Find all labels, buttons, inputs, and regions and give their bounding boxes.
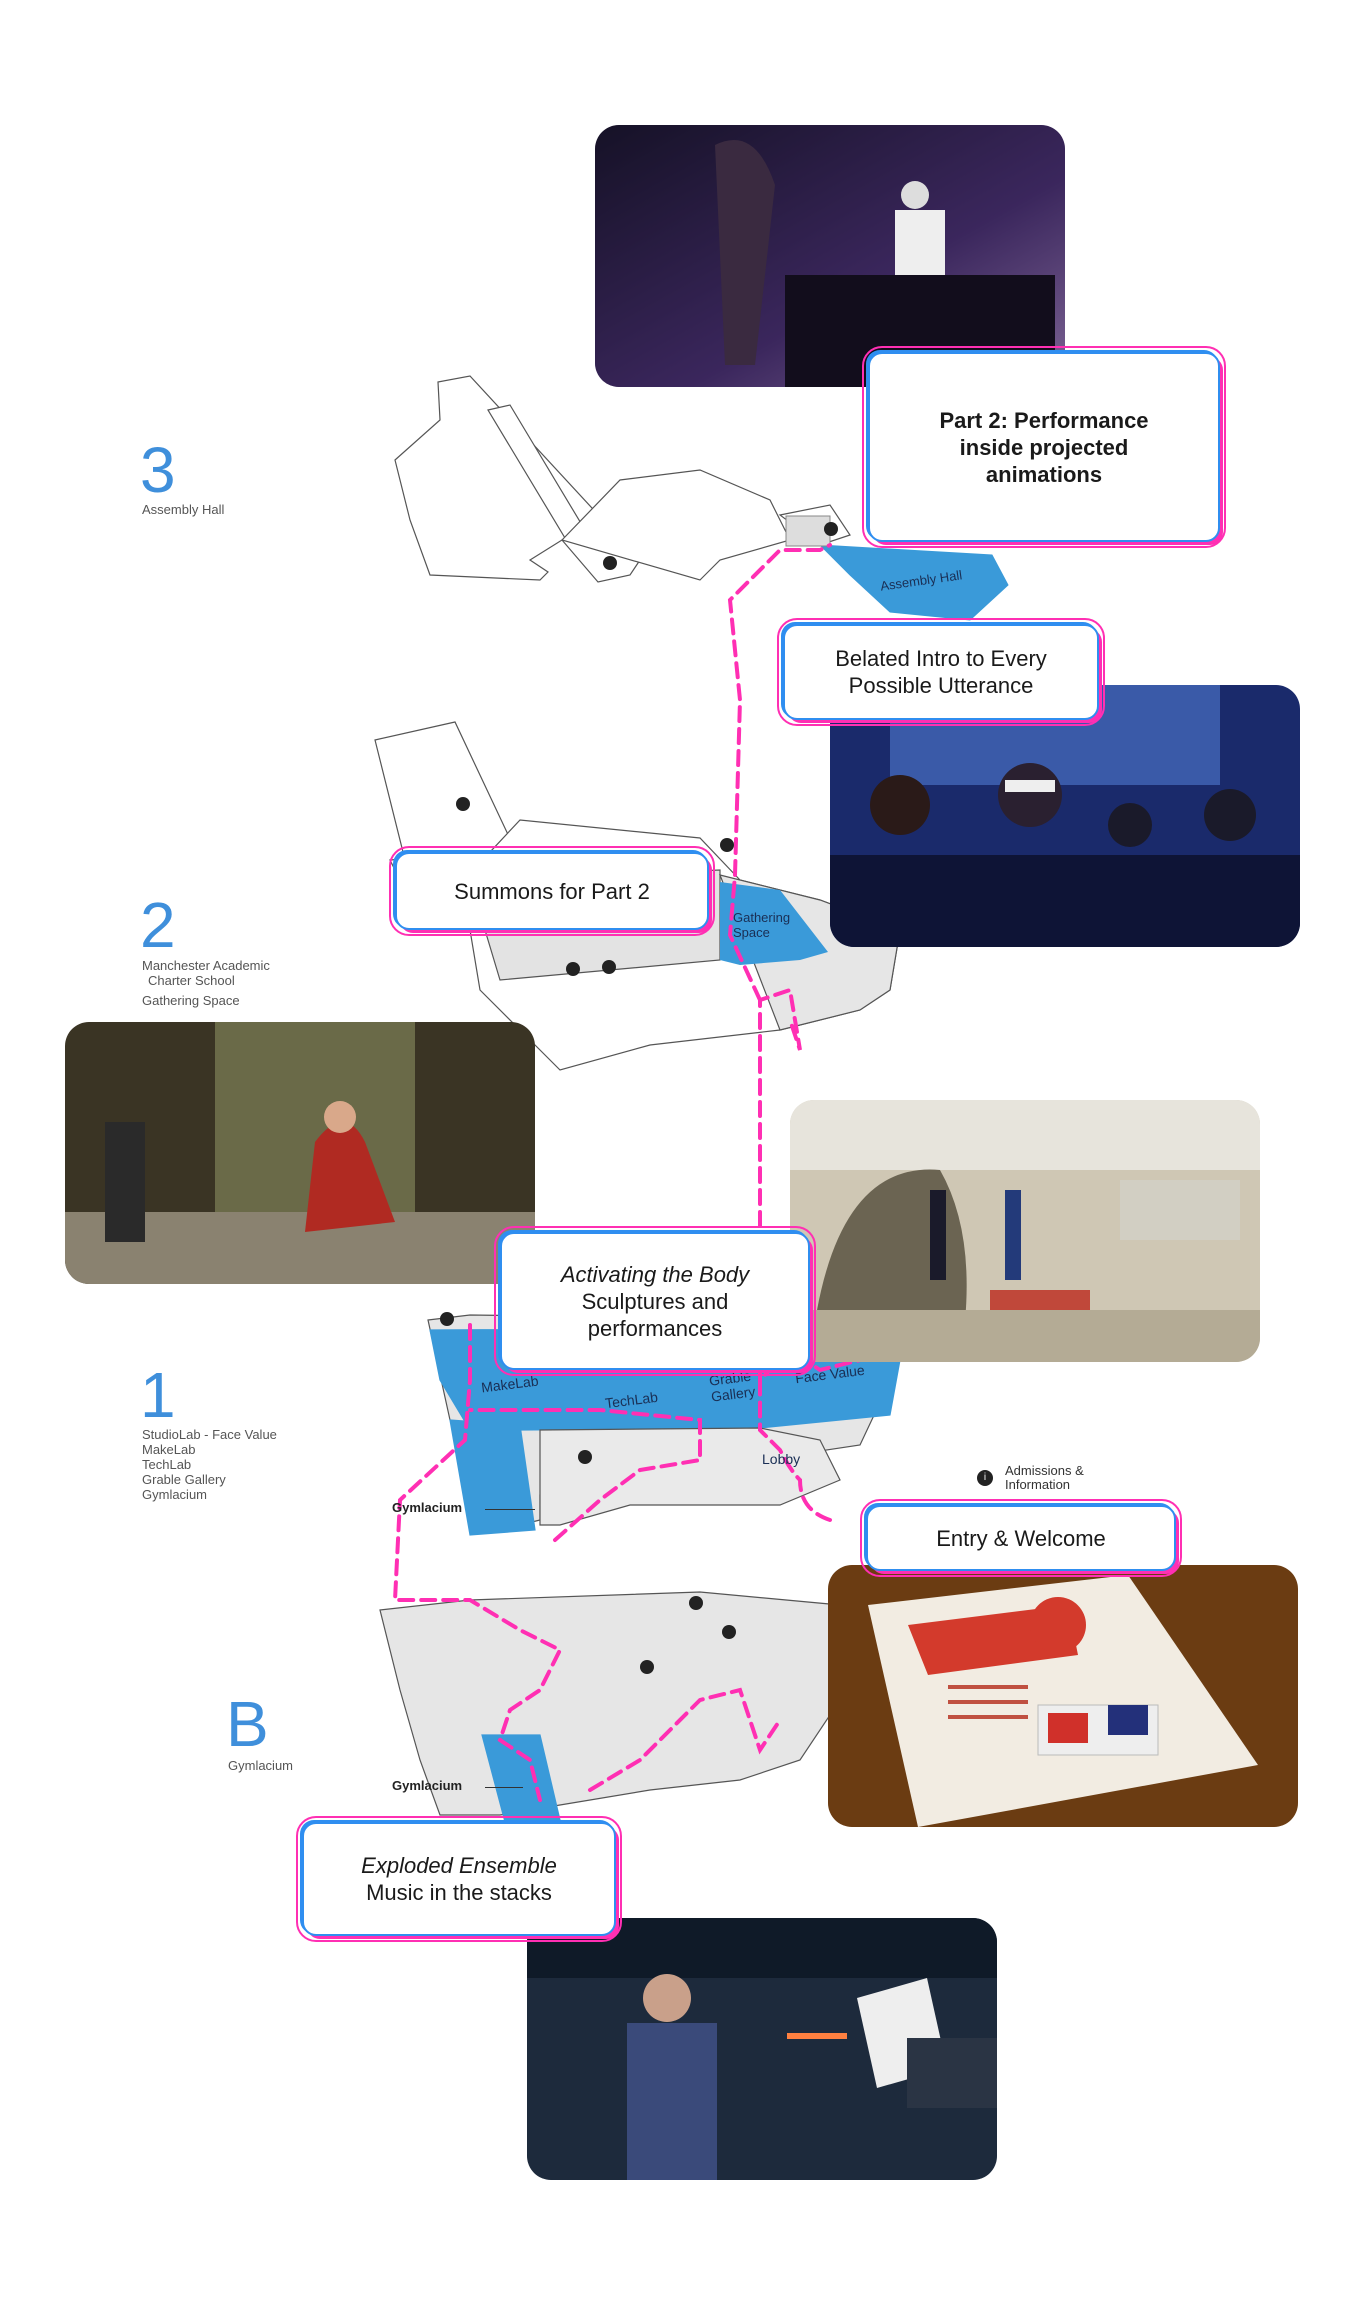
elevator-icon xyxy=(603,556,617,570)
lobby-label: Lobby xyxy=(762,1451,801,1467)
floor-3-number: 3 xyxy=(140,434,176,506)
admissions-line-2: Information xyxy=(1005,1477,1071,1492)
floor-1-sub-line-5: Gymlacium xyxy=(142,1487,208,1502)
assembly-hall-area xyxy=(818,544,1009,621)
callout-summons-part2: Summons for Part 2 xyxy=(389,846,715,936)
gymlacium-b-leader xyxy=(485,1787,523,1788)
photo-program-and-glasses xyxy=(828,1565,1298,1827)
floor-2-sub-line-3: Gathering Space xyxy=(142,993,240,1008)
callout-summons-line-1: Summons for Part 2 xyxy=(454,878,650,904)
photo-performer-kneeling xyxy=(65,1022,535,1284)
floor-1-number: 1 xyxy=(140,1359,176,1431)
floor-1-sub-line-1: StudioLab - Face Value xyxy=(142,1427,277,1442)
floor-1-subtitle: StudioLab - Face Value MakeLab TechLab G… xyxy=(142,1427,277,1502)
callout-activating-line-2: performances xyxy=(587,1315,723,1341)
floor-b-number: B xyxy=(226,1688,269,1760)
callout-exploded-line-1: Music in the stacks xyxy=(366,1880,552,1905)
floor-2-sub-line-2: Charter School xyxy=(148,973,235,988)
floor-1-sub-line-3: TechLab xyxy=(142,1457,192,1472)
floor-b-subtitle: Gymlacium xyxy=(228,1758,294,1773)
callout-belated-intro: Belated Intro to Every Possible Utteranc… xyxy=(777,618,1105,726)
admissions-line-1: Admissions & xyxy=(1005,1463,1084,1478)
callout-activating-line-1: Sculptures and xyxy=(581,1288,729,1314)
callout-part2-line-2: inside projected xyxy=(959,434,1129,460)
gymlacium-1-label: Gymlacium xyxy=(392,1500,463,1515)
restroom-icon xyxy=(578,1450,592,1464)
callout-activating-title: Activating the Body xyxy=(560,1261,750,1287)
photo-exploded-ensemble xyxy=(527,1918,997,2180)
photo-harp-performance xyxy=(595,125,1065,387)
restroom-icon xyxy=(640,1660,654,1674)
info-icon: i xyxy=(977,1470,993,1486)
elevator-icon xyxy=(824,522,838,536)
gathering-space-line-2: Space xyxy=(733,925,770,940)
gymlacium-1-leader xyxy=(485,1509,535,1510)
floor-2-subtitle: Manchester Academic Charter School Gathe… xyxy=(142,958,270,1008)
callout-part2-line-3: animations xyxy=(985,461,1103,487)
floor-1-sub-line-4: Grable Gallery xyxy=(142,1472,226,1487)
elevator-icon xyxy=(440,1312,454,1326)
floor-3-subtitle: Assembly Hall xyxy=(142,502,225,517)
callout-part2-line-1: Part 2: Performance xyxy=(939,407,1149,433)
elevator-icon xyxy=(566,962,580,976)
gymlacium-b-label: Gymlacium xyxy=(392,1778,463,1793)
gathering-space-area xyxy=(720,882,828,965)
callout-exploded-ensemble: Exploded Ensemble Music in the stacks xyxy=(296,1816,622,1942)
elevator-icon xyxy=(689,1596,703,1610)
visitor-route-path xyxy=(392,543,862,1802)
restroom-icon xyxy=(456,797,470,811)
callout-entry-welcome: Entry & Welcome xyxy=(860,1499,1182,1577)
restroom-icon xyxy=(602,960,616,974)
callout-exploded-title: Exploded Ensemble xyxy=(361,1853,557,1878)
floor-2-number: 2 xyxy=(140,889,176,961)
floor-2-sub-line-1: Manchester Academic xyxy=(142,958,270,973)
accessible-icon xyxy=(722,1625,736,1639)
photo-3d-glasses-audience xyxy=(830,685,1300,947)
callout-part2-performance: Part 2: Performance inside projected ani… xyxy=(862,346,1226,548)
gathering-space-line-1: Gathering xyxy=(733,910,791,925)
callout-activating-body: Activating the Body Sculptures and perfo… xyxy=(494,1226,816,1376)
photo-sculpture-gallery xyxy=(790,1100,1260,1362)
floor-3-plan xyxy=(394,375,851,583)
callout-belated-line-2: Possible Utterance xyxy=(848,673,1034,698)
floor-1-sub-line-2: MakeLab xyxy=(142,1442,196,1457)
gathering-space-label: Gathering Space xyxy=(733,910,790,940)
admissions-label: Admissions & Information xyxy=(1005,1464,1084,1492)
elevator-icon xyxy=(720,838,734,852)
callout-entry-line-1: Entry & Welcome xyxy=(936,1525,1106,1551)
callout-belated-line-1: Belated Intro to Every xyxy=(835,646,1047,671)
grable-gallery-label: Grable Gallery xyxy=(708,1367,756,1405)
